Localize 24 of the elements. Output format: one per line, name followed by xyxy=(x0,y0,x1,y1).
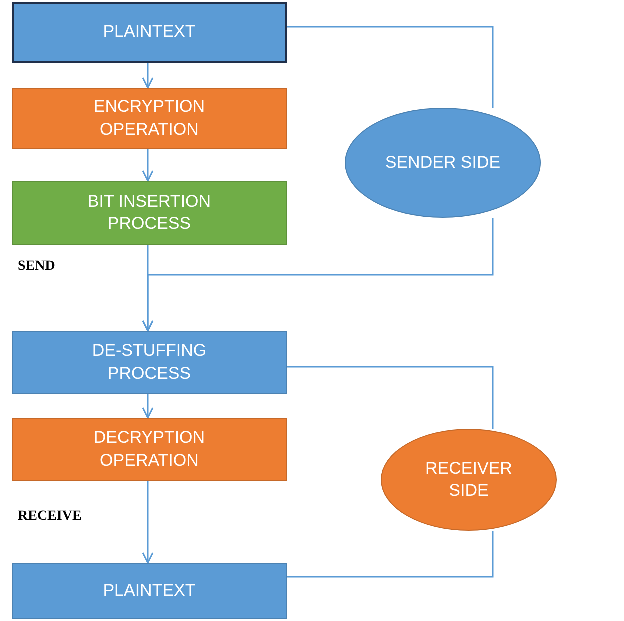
node-text: PLAINTEXT xyxy=(102,580,197,602)
node-text: DE-STUFFING PROCESS xyxy=(91,340,208,384)
arrow xyxy=(142,394,154,419)
node-text: DECRYPTION OPERATION xyxy=(92,427,206,472)
connector-line xyxy=(287,26,494,108)
node-text: PLAINTEXT xyxy=(102,21,197,44)
stage-label: RECEIVE xyxy=(18,509,82,525)
process-box xyxy=(12,2,287,63)
stage-label: SEND xyxy=(18,259,56,275)
arrow xyxy=(142,63,154,89)
process-box xyxy=(12,88,287,149)
node-text: ENCRYPTION OPERATION xyxy=(92,96,206,140)
connector-line xyxy=(287,366,494,429)
node-text: RECEIVER SIDE xyxy=(424,458,514,502)
process-box xyxy=(12,331,287,394)
node-text: SENDER SIDE xyxy=(384,152,502,174)
process-box xyxy=(12,181,287,245)
node-text: BIT INSERTION PROCESS xyxy=(86,190,212,235)
process-box xyxy=(12,563,287,619)
connector-line xyxy=(287,531,494,578)
arrow xyxy=(142,481,154,564)
arrow xyxy=(142,218,494,332)
process-box xyxy=(12,418,287,481)
arrow xyxy=(142,149,154,182)
